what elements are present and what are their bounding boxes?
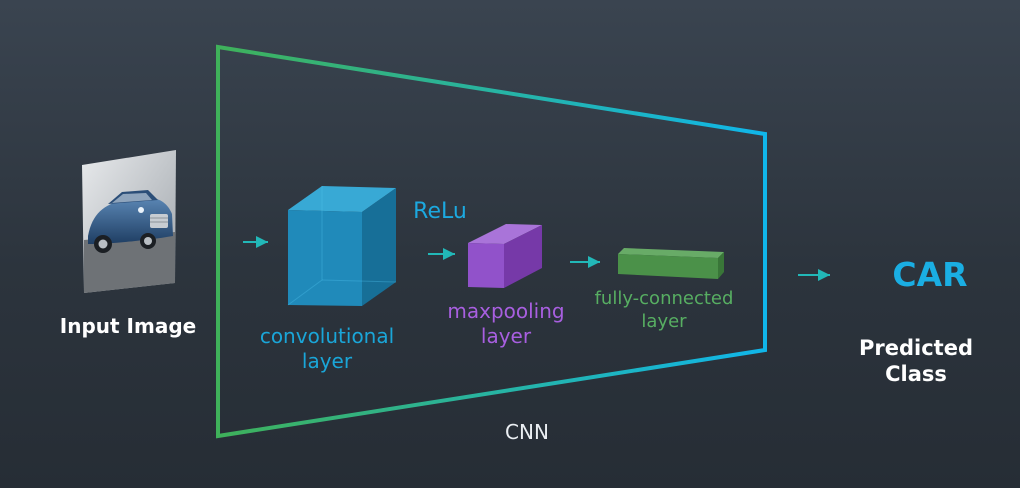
fc-layer-box	[618, 248, 724, 279]
conv-layer-box	[287, 186, 397, 306]
input-image	[82, 150, 176, 293]
cnn-label: CNN	[505, 420, 549, 444]
output-class: CAR	[892, 255, 968, 294]
input-image-label: Input Image	[59, 314, 197, 338]
predicted-class-label: Predicted Class	[859, 336, 973, 387]
conv-layer-label: convolutional layer	[259, 324, 395, 373]
cnn-frame	[216, 44, 767, 439]
pool-layer-label: maxpooling layer	[447, 299, 565, 348]
car-icon	[88, 190, 173, 253]
relu-label: ReLu	[413, 199, 467, 224]
fc-layer-label: fully-connected layer	[594, 288, 734, 332]
pool-layer-box	[468, 224, 542, 288]
